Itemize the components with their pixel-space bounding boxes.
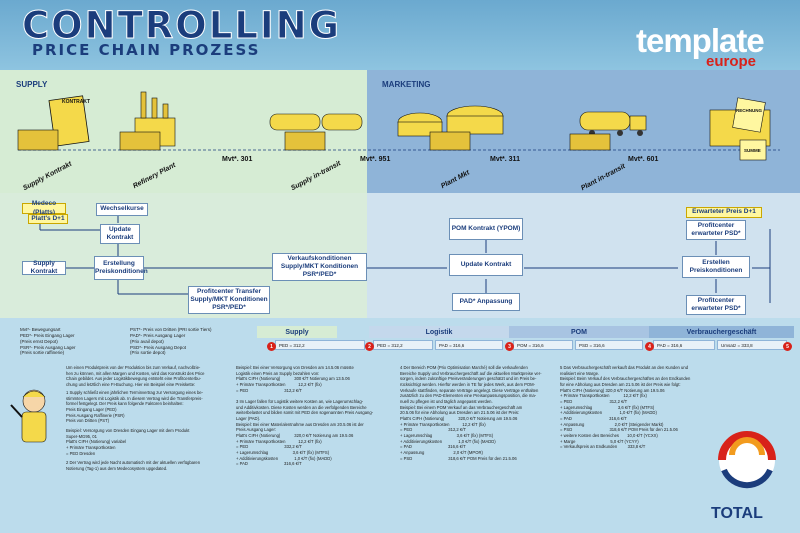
bar-section-pom: POM bbox=[509, 326, 649, 338]
bar-cell: PSD = 316,6 bbox=[575, 340, 643, 350]
erwarteter-preis-box: Erwarteter Preis D+1 bbox=[686, 207, 762, 218]
verkaufskonditionen-box: Verkaufskonditionen Supply/MKT Kondition… bbox=[272, 253, 367, 281]
wechselkurse-box: Wechselkurse bbox=[96, 203, 148, 216]
header-band: CONTROLLING PRICE CHAIN PROZESS template… bbox=[0, 0, 800, 70]
page-title: CONTROLLING bbox=[21, 4, 342, 48]
process-arrows bbox=[39, 215, 771, 303]
tanker-truck-icon bbox=[569, 111, 647, 151]
pom-kontrakt-box: POM Kontrakt (YPOM) bbox=[449, 218, 523, 240]
column4-text: 5 Das Verbrauchergeschäft verkauft das P… bbox=[560, 365, 691, 450]
bar-cell: PAD = 316,6 bbox=[435, 340, 503, 350]
movement-label: Mvt*. 311 bbox=[490, 156, 520, 163]
marketing-label: MARKETING bbox=[382, 80, 431, 89]
contract-icon bbox=[17, 95, 90, 151]
step2-text: 2 Der Vertrag wird jede Nacht automatisc… bbox=[66, 460, 201, 471]
template-logo: template bbox=[636, 22, 765, 59]
bar-section-supply: Supply bbox=[257, 326, 337, 338]
flow-illustration: KONTRAKT bbox=[17, 91, 780, 161]
tank-train-icon bbox=[269, 113, 363, 151]
movement-label: Mvt*. 951 bbox=[360, 156, 391, 163]
update-kontrakt-box: Update Kontrakt bbox=[100, 224, 140, 244]
bar-cell: PAD = 316,6 bbox=[653, 340, 715, 350]
pad-anpassung-box: PAD* Anpassung bbox=[452, 293, 520, 311]
svg-text:RECHNUNG: RECHNUNG bbox=[736, 108, 763, 113]
svg-text:SUMME: SUMME bbox=[744, 148, 761, 153]
profitcenter-transfer-box: Profitcenter Transfer Supply/MKT Konditi… bbox=[188, 286, 270, 314]
medeco-box: Medeco (Platts) bbox=[22, 200, 66, 216]
bar-cell: Umsatz = 333,8 bbox=[717, 340, 787, 350]
step1-example: Beispiel: Versorgung von Dresden Eingang… bbox=[66, 428, 190, 456]
bar-cell: PED = 312,2 bbox=[373, 340, 433, 350]
page-subtitle: PRICE CHAIN PROZESS bbox=[32, 41, 261, 59]
step-number: 4 bbox=[645, 342, 654, 351]
total-logo-icon bbox=[718, 431, 776, 489]
step-number: 3 bbox=[505, 342, 514, 351]
total-brand: TOTAL bbox=[711, 505, 763, 522]
step-number: 5 bbox=[783, 342, 792, 351]
price-bar: Supply Logistik POM Verbrauchergeschäft … bbox=[257, 326, 794, 354]
step1-text: 1 Supply schließt einen jährlichen Termi… bbox=[66, 390, 204, 424]
erstellung-box: Erstellung Preiskonditionen bbox=[94, 256, 148, 280]
step-number: 1 bbox=[267, 342, 276, 351]
movement-label: Mvt*. 601 bbox=[628, 156, 659, 163]
svg-text:KONTRAKT: KONTRAKT bbox=[62, 99, 90, 105]
platts-box: Platt's D+1 bbox=[28, 214, 68, 224]
invoice-icon bbox=[709, 97, 771, 161]
refinery-icon bbox=[119, 91, 176, 151]
intro-text: Um einen Produktpreis von der Produktion… bbox=[66, 365, 205, 388]
presenter-illustration bbox=[10, 389, 47, 443]
bar-cell: PED = 312,2 bbox=[275, 340, 365, 350]
bar-section-logistik: Logistik bbox=[369, 326, 509, 338]
bar-cell: POM = 316,6 bbox=[513, 340, 573, 350]
profitcenter-psd-box-2: Profitcenter erwarteter PSD* bbox=[686, 295, 746, 315]
movement-label: Mvt*. 301 bbox=[222, 156, 253, 163]
column2-text: Beispiel: Bei einer Versorgung von Dresd… bbox=[236, 365, 374, 467]
bar-section-verbraucher: Verbrauchergeschäft bbox=[649, 326, 794, 338]
template-logo-sub: europe bbox=[706, 53, 757, 70]
update-kontrakt-box-2: Update Kontrakt bbox=[449, 254, 523, 276]
depot-tank-icon bbox=[397, 105, 504, 151]
supply-label: SUPPLY bbox=[16, 80, 48, 89]
erstellen-box: Erstellen Preiskonditionen bbox=[682, 256, 750, 278]
supply-kontrakt-box: Supply Kontrakt bbox=[22, 260, 66, 275]
profitcenter-psd-box: Profitcenter erwarteter PSD* bbox=[686, 220, 746, 240]
step-number: 2 bbox=[365, 342, 374, 351]
column3-text: 4 Der Bereich POM (Prix Optimisation Mar… bbox=[400, 365, 542, 461]
